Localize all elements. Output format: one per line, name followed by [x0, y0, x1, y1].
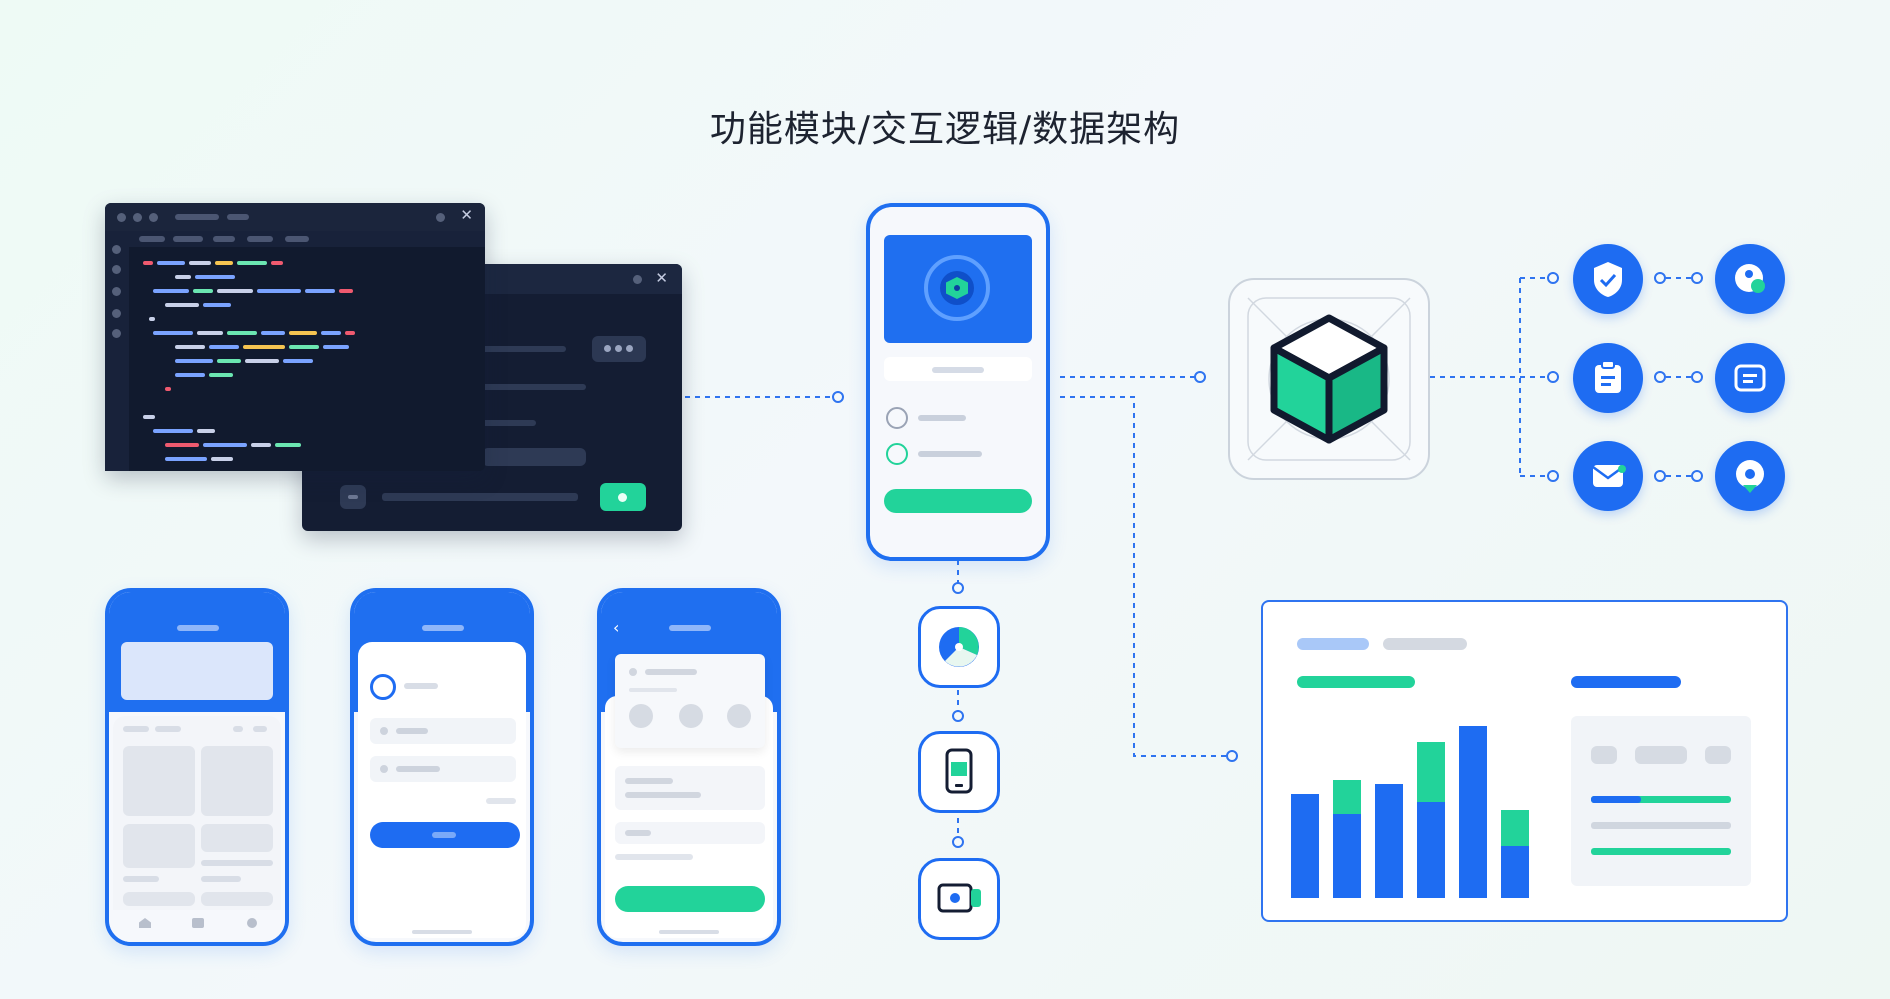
grid-tile[interactable]: [123, 746, 195, 816]
profile-card: [615, 654, 765, 748]
bar-segment-blue: [1375, 784, 1403, 898]
form-field-2[interactable]: [370, 756, 516, 782]
grid-tile[interactable]: [123, 824, 195, 868]
submit-button[interactable]: [370, 822, 520, 848]
card-node[interactable]: [1715, 343, 1785, 413]
mail-icon: [1592, 465, 1626, 487]
action-button[interactable]: [615, 886, 765, 912]
cube-icon: [1270, 314, 1388, 444]
chevron-left-icon[interactable]: ‹: [613, 618, 620, 637]
profile-node[interactable]: [1715, 244, 1785, 314]
center-phone-mockup: [866, 203, 1050, 561]
bar-segment-blue: [1333, 814, 1361, 898]
bar-segment-green: [1333, 780, 1361, 814]
phone-mockup-form: [350, 588, 534, 946]
close-icon[interactable]: ✕: [460, 206, 473, 224]
list-item[interactable]: [615, 766, 765, 810]
submit-button[interactable]: [600, 483, 646, 511]
more-button[interactable]: [592, 336, 646, 362]
confirm-button[interactable]: [884, 489, 1032, 513]
bar-segment-blue: [1291, 794, 1319, 898]
mobile-phone-icon: [945, 748, 973, 794]
dashboard-panel: [1261, 600, 1788, 922]
clipboard-node[interactable]: [1573, 343, 1643, 413]
bar-segment-green: [1501, 810, 1529, 846]
phone-mockup-grid: [105, 588, 289, 946]
badge-icon: [1736, 460, 1764, 493]
form-field-1[interactable]: [370, 718, 516, 744]
avatar[interactable]: [727, 704, 751, 728]
mail-node[interactable]: [1573, 441, 1643, 511]
badge-node[interactable]: [1715, 441, 1785, 511]
close-icon[interactable]: ✕: [655, 269, 668, 287]
profile-tab-icon[interactable]: [247, 918, 257, 928]
camera-icon: [937, 883, 981, 913]
search-bar[interactable]: [884, 357, 1032, 381]
bar-segment-blue: [1417, 802, 1445, 898]
grid-tile[interactable]: [201, 746, 273, 816]
mobile-node[interactable]: [918, 731, 1000, 813]
radio-option-2[interactable]: [886, 443, 908, 465]
avatar[interactable]: [679, 704, 703, 728]
pie-chart-node[interactable]: [918, 606, 1000, 688]
avatar[interactable]: [629, 704, 653, 728]
radio-option[interactable]: [370, 674, 396, 700]
code-editor-window: ✕: [105, 203, 485, 471]
window-titlebar: ✕: [105, 203, 485, 231]
tab-bar: [109, 910, 285, 942]
hero-card: [884, 235, 1032, 343]
shield-check-node[interactable]: [1573, 244, 1643, 314]
card-icon: [1734, 364, 1766, 392]
list-icon[interactable]: [192, 918, 204, 928]
editor-gutter: [105, 231, 129, 471]
profile-icon: [1735, 264, 1765, 293]
bar-chart: [1291, 726, 1529, 898]
data-hub: [1228, 278, 1430, 480]
radio-option-1[interactable]: [886, 407, 908, 429]
bar-segment-green: [1417, 742, 1445, 802]
phone-mockup-list: ‹: [597, 588, 781, 946]
shield-check-icon: [1594, 262, 1622, 297]
bar-segment-blue: [1501, 846, 1529, 898]
detail-card: [1571, 716, 1751, 886]
list-item[interactable]: [615, 822, 765, 844]
diagram-title: 功能模块/交互逻辑/数据架构: [709, 109, 1181, 150]
window-dot: [633, 275, 642, 284]
bar-segment-blue: [1459, 726, 1487, 898]
banner-card: [121, 642, 273, 700]
editor-tabs: [129, 231, 485, 247]
input-field[interactable]: [382, 493, 578, 501]
home-icon[interactable]: [139, 918, 151, 928]
input-icon: [340, 485, 366, 509]
clipboard-icon: [1595, 360, 1621, 393]
pie-chart-icon: [939, 627, 979, 667]
camera-node[interactable]: [918, 858, 1000, 940]
grid-tile[interactable]: [201, 824, 273, 852]
